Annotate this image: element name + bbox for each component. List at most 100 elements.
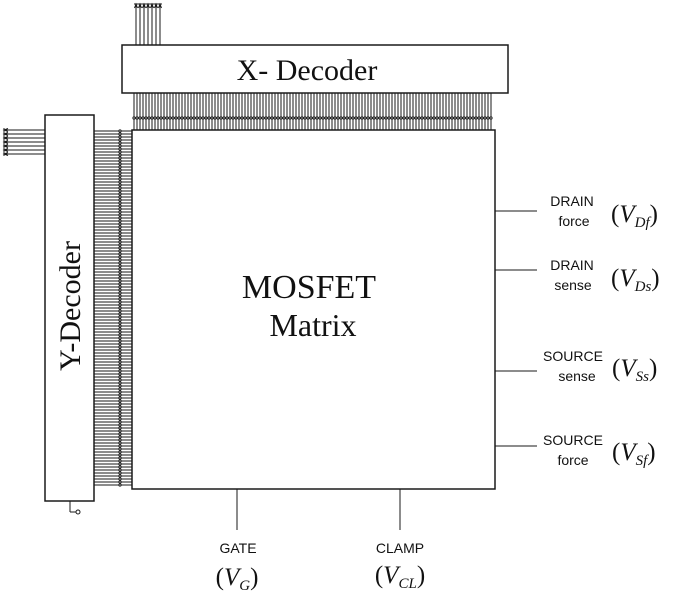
row-node [118,201,122,205]
row-node [118,369,122,373]
column-node [216,116,220,120]
row-node [118,345,122,349]
column-node [411,116,415,120]
address-bus-lines [2,2,493,487]
column-node [162,116,166,120]
column-node [282,116,286,120]
column-node [294,116,298,120]
row-node [118,378,122,382]
row-node [118,339,122,343]
column-node [156,116,160,120]
gate-symbol: (VG) [216,564,259,594]
column-node [300,116,304,120]
row-node [118,189,122,193]
row-node [118,174,122,178]
row-node [118,267,122,271]
column-node [318,116,322,120]
row-node [118,129,122,133]
column-node [408,116,412,120]
column-node [180,116,184,120]
column-node [207,116,211,120]
column-node [213,116,217,120]
column-node [444,116,448,120]
column-node [222,116,226,120]
gate-v: V [224,564,242,591]
column-node [327,116,331,120]
row-node [118,384,122,388]
column-node [384,116,388,120]
column-node [132,116,136,120]
column-node [195,116,199,120]
row-node [118,327,122,331]
column-node [396,116,400,120]
column-node [198,116,202,120]
row-node [118,315,122,319]
mosfet-matrix-block [131,129,496,490]
column-node [315,116,319,120]
column-node [369,116,373,120]
column-node [237,116,241,120]
column-node [306,116,310,120]
column-node [297,116,301,120]
column-node [372,116,376,120]
column-node [399,116,403,120]
column-node [339,116,343,120]
row-node [118,165,122,169]
row-node [118,282,122,286]
row-node [118,462,122,466]
source-force-v: V [620,439,638,466]
column-node [228,116,232,120]
row-node [118,147,122,151]
column-node [183,116,187,120]
row-node [118,279,122,283]
column-node [165,116,169,120]
column-node [429,116,433,120]
row-node [118,438,122,442]
column-node [279,116,283,120]
row-node [118,483,122,487]
column-node [378,116,382,120]
column-node [189,116,193,120]
clamp-v: V [383,562,401,589]
row-node [118,387,122,391]
row-node [118,396,122,400]
column-node [357,116,361,120]
row-node [118,402,122,406]
row-node [118,216,122,220]
row-node [118,399,122,403]
row-node [118,330,122,334]
column-node [219,116,223,120]
y-decoder-block [44,114,95,502]
row-node [118,276,122,280]
row-node [118,480,122,484]
row-node [118,423,122,427]
column-node [423,116,427,120]
row-node [118,153,122,157]
row-node [118,456,122,460]
y-decoder-label: Y-Decoder [54,241,87,371]
column-node [462,116,466,120]
row-node [118,408,122,412]
row-node [118,210,122,214]
row-node [118,237,122,241]
row-node [118,180,122,184]
row-node [118,348,122,352]
row-node [118,336,122,340]
column-node [330,116,334,120]
row-node [118,138,122,142]
row-node [118,285,122,289]
row-node [118,231,122,235]
source-sense-label-line1: SOURCE [543,348,603,364]
row-node [118,291,122,295]
row-node [118,393,122,397]
column-node [366,116,370,120]
column-node [153,116,157,120]
row-node [118,171,122,175]
row-node [118,363,122,367]
column-node [147,116,151,120]
column-node [255,116,259,120]
drain-force-label-line2: force [558,213,589,229]
row-node [118,390,122,394]
row-node [118,321,122,325]
column-node [402,116,406,120]
